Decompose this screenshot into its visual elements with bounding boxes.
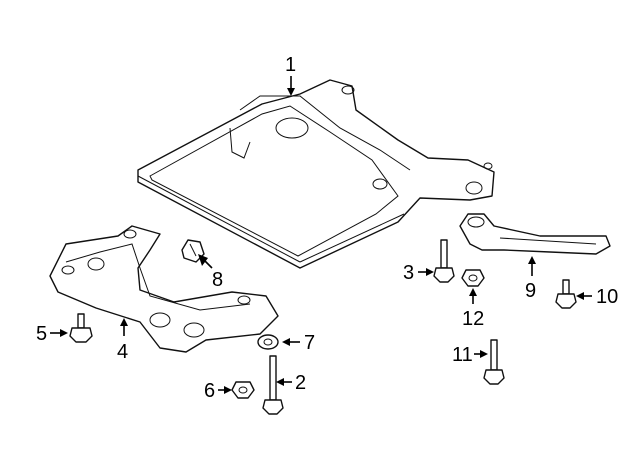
callout-9: 9 [525, 280, 536, 302]
clip-part [181, 239, 205, 263]
bolt-part-11 [483, 339, 505, 385]
subframe-part [137, 79, 495, 269]
nut-part-12 [461, 269, 485, 287]
callout-2: 2 [295, 372, 306, 394]
nut-part-6 [231, 381, 255, 399]
control-arm-part [459, 213, 611, 255]
callout-4: 4 [117, 341, 128, 363]
bolt-part-3 [433, 239, 455, 283]
callout-12: 12 [462, 308, 484, 330]
bolt-part-2 [262, 355, 284, 415]
callout-10: 10 [596, 286, 618, 308]
callout-1: 1 [285, 54, 296, 76]
callout-6: 6 [204, 380, 215, 402]
leader-lines [50, 76, 592, 394]
callout-3: 3 [403, 262, 414, 284]
callout-11: 11 [452, 344, 473, 366]
callout-5: 5 [36, 323, 47, 345]
callout-7: 7 [304, 332, 315, 354]
lower-subframe-part [49, 225, 279, 353]
washer-part-7 [257, 334, 279, 350]
bolt-part-5 [69, 313, 93, 343]
bolt-part-10 [555, 279, 577, 309]
callout-8: 8 [212, 269, 223, 291]
